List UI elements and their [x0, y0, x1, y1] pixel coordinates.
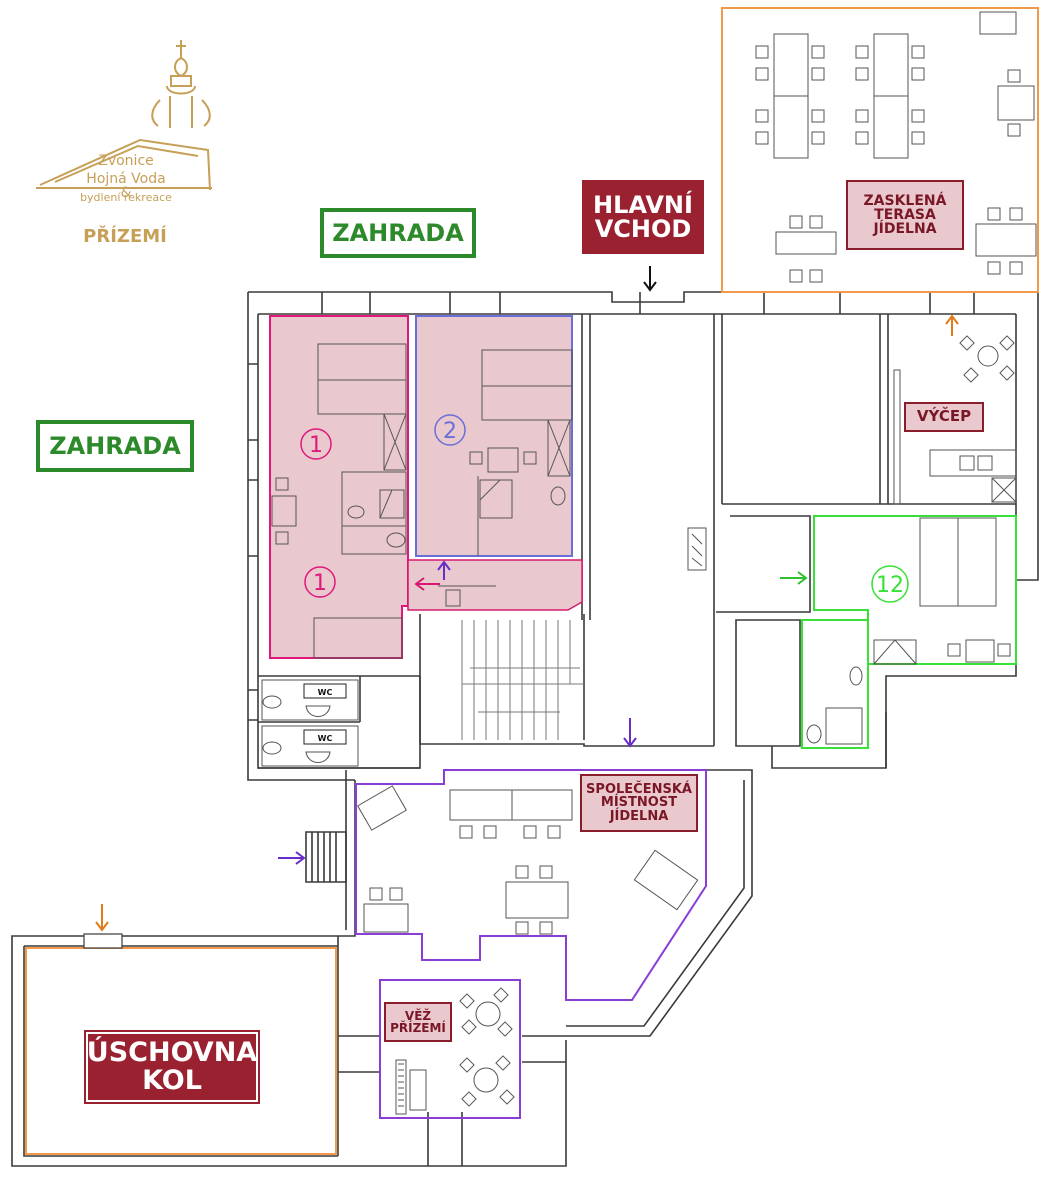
room-2-badge: [434, 414, 466, 446]
room-12: [801, 515, 1017, 749]
label-hlavni-vchod-line1: HLAVNÍ: [593, 190, 693, 219]
label-spolecenska: SPOLEČENSKÁ MÍSTNOST JÍDELNA: [580, 774, 698, 832]
label-vycep: VÝČEP: [904, 402, 984, 432]
room-1-upper-badge: [300, 428, 332, 460]
label-terasa-line1: ZASKLENÁ: [863, 192, 947, 209]
label-hlavni-vchod: HLAVNÍ VCHOD: [582, 180, 704, 254]
logo-line1: Zvonice: [98, 153, 154, 169]
room-1-lower-badge: [304, 566, 336, 598]
room-2-number: 2: [443, 419, 457, 444]
logo: [36, 40, 212, 191]
label-zahrada-top: ZAHRADA: [320, 208, 476, 258]
room-12-badge: [871, 565, 909, 603]
label-terasa: ZASKLENÁ TERASA JÍDELNA: [846, 180, 964, 250]
label-spolecenska-line1: SPOLEČENSKÁ: [586, 782, 692, 798]
bike-door: [83, 933, 123, 949]
label-hlavni-vchod-line2: VCHOD: [594, 215, 692, 243]
wc-tag-1: WC: [318, 688, 333, 697]
room-2: [415, 315, 573, 557]
logo-line3: bydlení rekreace: [80, 191, 172, 204]
piano-icon: [687, 527, 707, 571]
label-vez: VĚŽ PŘÍZEMÍ: [384, 1002, 452, 1042]
wc-tag-2: WC: [318, 734, 333, 743]
label-terasa-line3: JÍDELNA: [873, 221, 937, 238]
logo-amp: &: [121, 185, 132, 201]
label-zahrada-top-text: ZAHRADA: [332, 218, 464, 247]
wc-block: [261, 679, 359, 767]
room-1-lower-number: 1: [313, 571, 327, 596]
vez-prizemi: [379, 979, 521, 1119]
label-uschovna-line1: ÚSCHOVNA: [86, 1037, 258, 1069]
label-vez-line1: VĚŽ: [404, 1008, 432, 1023]
terasa: [721, 7, 1039, 293]
bar-furniture: [893, 335, 1017, 505]
label-terasa-line2: TERASA: [874, 206, 936, 223]
entrance-arrows: [95, 266, 959, 932]
uschovna-outline: [25, 947, 337, 1155]
label-zahrada-left-text: ZAHRADA: [49, 431, 181, 460]
label-uschovna: ÚSCHOVNA KOL: [86, 1032, 258, 1102]
label-spolecenska-line3: JÍDELNA: [609, 808, 669, 824]
room-12-number: 12: [876, 573, 904, 598]
floor-title: PŘÍZEMÍ: [83, 226, 167, 247]
logo-cross-icon: [176, 40, 186, 58]
room-1-upper-number: 1: [309, 433, 323, 458]
label-uschovna-line2: KOL: [142, 1065, 202, 1096]
label-spolecenska-line2: MÍSTNOST: [600, 795, 678, 811]
label-zahrada-left: ZAHRADA: [36, 420, 194, 472]
room-1: [269, 315, 409, 659]
spolecenska-mistnost: [355, 769, 707, 1001]
staircase: [461, 620, 584, 740]
label-vycep-text: VÝČEP: [916, 407, 972, 426]
shared-hall: [407, 559, 583, 611]
label-vez-line2: PŘÍZEMÍ: [390, 1021, 446, 1035]
logo-line2: Hojná Voda: [86, 171, 165, 187]
